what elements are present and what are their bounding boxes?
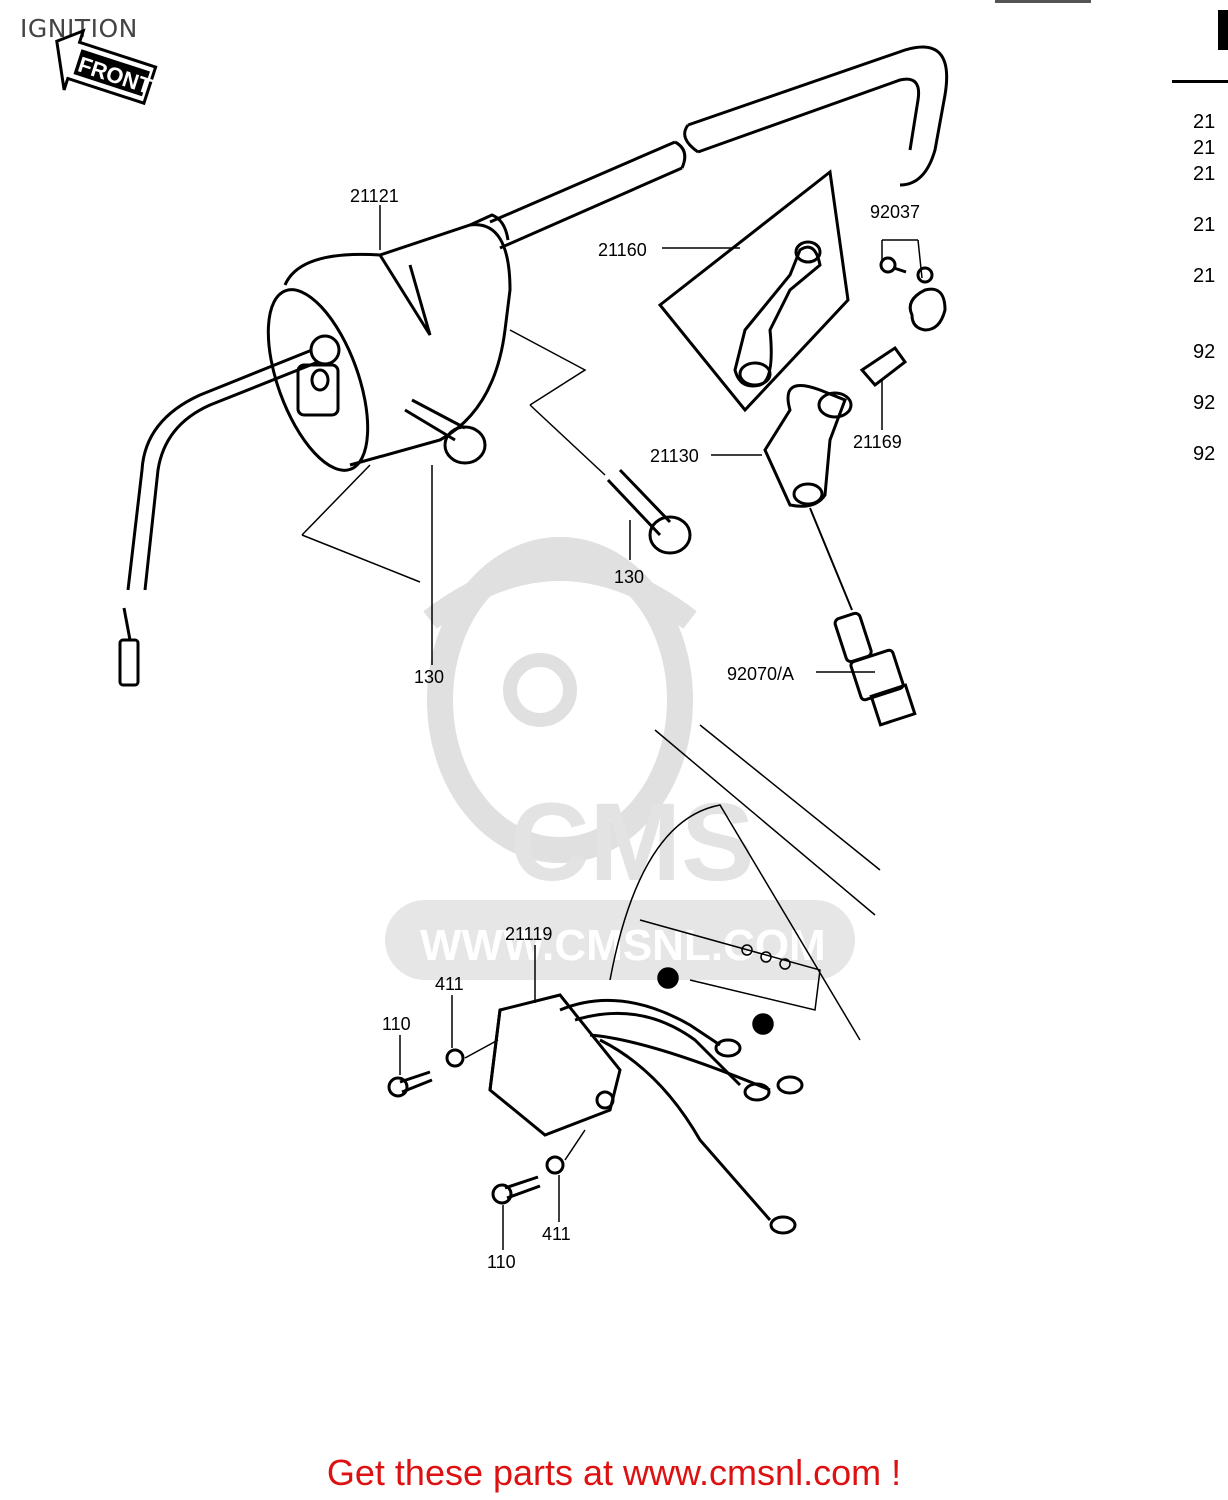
- label-bolt-left: 130: [414, 667, 444, 687]
- watermark-eye: [503, 653, 577, 727]
- side-reference-column: 21 21 21 21 21 92 92 92: [995, 0, 1228, 465]
- callout-labels: 21121 21160 92037 21130 21169 130 130 92…: [350, 186, 920, 1272]
- clamp-set: [879, 256, 947, 332]
- bolt-110-bottom: [491, 1175, 541, 1205]
- side-item-7: 92: [1193, 392, 1215, 414]
- plug-cap: [763, 384, 853, 611]
- cms-watermark: CMS WWW.CMSNL.COM: [385, 537, 855, 980]
- side-header-block: [1218, 10, 1228, 50]
- label-plug-cap: 21130: [650, 446, 699, 466]
- spark-plug: [833, 611, 917, 727]
- ht-lead: [489, 45, 949, 250]
- front-arrow-icon: FRONT: [55, 28, 158, 106]
- side-item-3: 21: [1193, 163, 1215, 185]
- label-cdi-unit: 21119: [505, 924, 552, 944]
- watermark-brand: CMS: [510, 781, 754, 904]
- side-item-2: 21: [1193, 137, 1215, 159]
- leader-lines: [301, 205, 923, 1250]
- side-item-4: 21: [1193, 214, 1215, 236]
- label-clamp-set: 92037: [870, 202, 920, 222]
- side-item-8: 92: [1193, 443, 1215, 465]
- watermark-url: WWW.CMSNL.COM: [420, 921, 826, 970]
- side-item-1: 21: [1193, 111, 1215, 133]
- bolt-110-top: [387, 1070, 433, 1098]
- washer-411-top: [445, 1048, 465, 1068]
- side-item-5: 21: [1193, 265, 1215, 287]
- label-washer-top: 411: [435, 974, 464, 994]
- label-bolt-bottom: 110: [487, 1252, 516, 1272]
- watermark-banner: [385, 900, 855, 980]
- bolt-130-left: [404, 398, 487, 465]
- bolt-130-right: [606, 468, 692, 555]
- label-bolt-top: 110: [382, 1014, 411, 1034]
- parts-diagram: CMS WWW.CMSNL.COM FRONT: [55, 0, 1228, 1272]
- label-washer-bottom: 411: [542, 1224, 571, 1244]
- cdi-unit: [488, 993, 804, 1235]
- terminal-part: [859, 345, 908, 388]
- label-bolt-right: 130: [614, 567, 644, 587]
- shop-link[interactable]: Get these parts at www.cmsnl.com !: [326, 1452, 902, 1493]
- watermark-face: [427, 537, 693, 863]
- side-column-rule: [1172, 80, 1228, 83]
- ignition-coil: [118, 213, 512, 687]
- frame-section: [609, 724, 881, 1041]
- label-cap-bracket: 21160: [598, 240, 647, 260]
- label-coil: 21121: [350, 186, 399, 206]
- label-terminal: 21169: [853, 432, 902, 452]
- label-spark-plug: 92070/A: [727, 664, 794, 684]
- side-item-6: 92: [1193, 341, 1215, 363]
- washer-411-bottom: [545, 1155, 565, 1175]
- cap-bracket: [657, 169, 850, 413]
- watermark-cap: [423, 559, 697, 629]
- side-header-fragment: [995, 0, 1091, 3]
